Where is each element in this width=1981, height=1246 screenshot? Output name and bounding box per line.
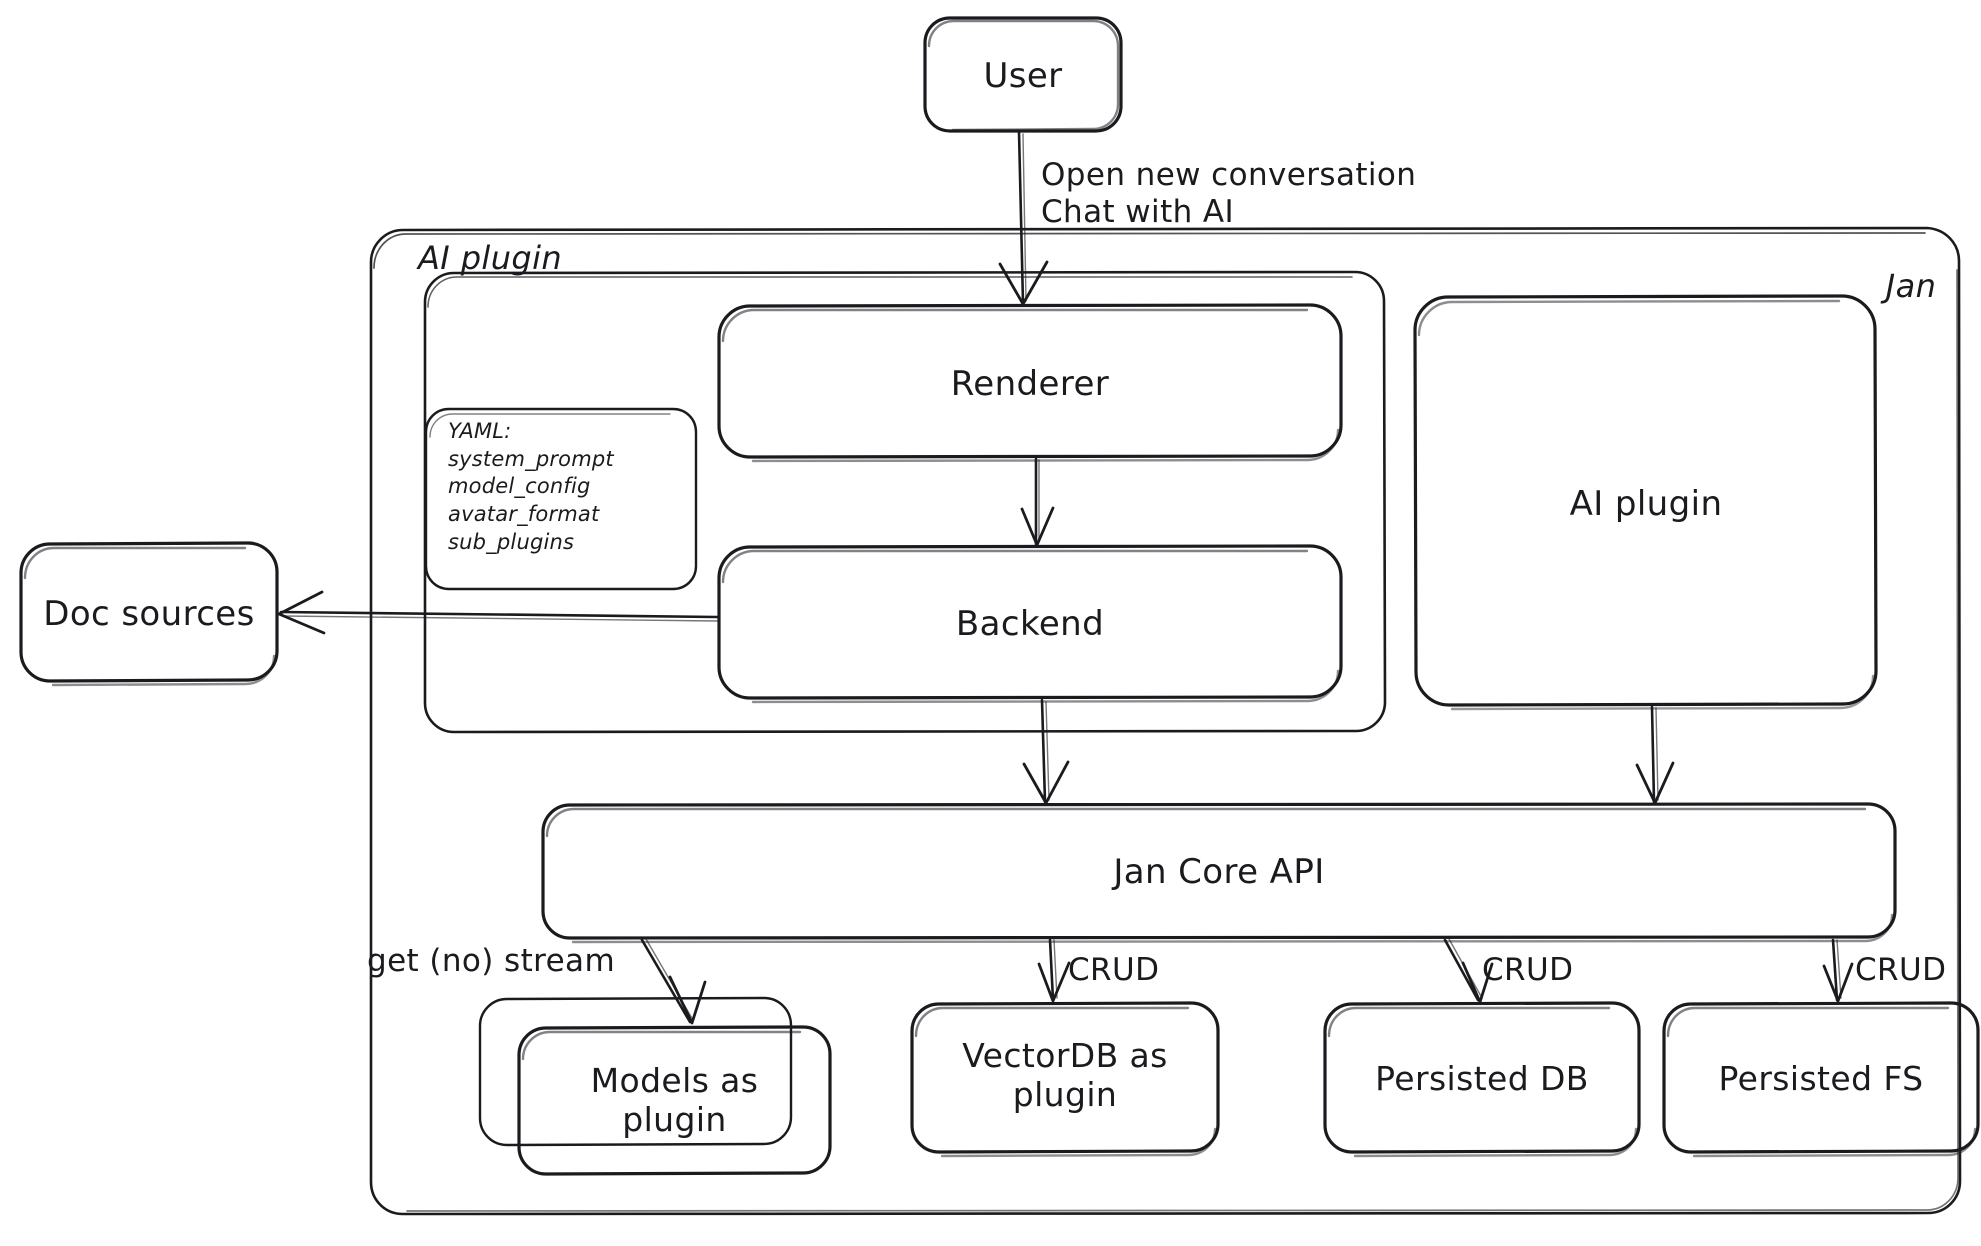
doc-sources-box-shape <box>19 541 279 687</box>
vectordb-as-plugin-node[interactable] <box>912 1003 1218 1152</box>
ai-plugin-group-shape <box>423 270 1387 734</box>
edge-backend-to-core <box>1022 698 1070 805</box>
yaml-note-box-shape <box>424 407 698 591</box>
edge-ai-plugin-to-core <box>1635 705 1675 805</box>
backend-box-shape <box>717 544 1343 704</box>
persisted-db-box-shape <box>1323 1001 1641 1158</box>
edge-core-to-vectordb <box>1037 938 1071 1003</box>
renderer-node[interactable] <box>719 305 1341 457</box>
edge-renderer-to-backend <box>1020 457 1055 547</box>
edge-core-to-models <box>640 938 707 1025</box>
ai-plugin-box-shape <box>1413 294 1878 711</box>
yaml-note-node[interactable] <box>426 409 696 589</box>
persisted-fs-node[interactable] <box>1664 1003 1978 1152</box>
persisted-fs-box-shape <box>1662 1001 1980 1158</box>
models-as-plugin-node[interactable] <box>480 998 830 1174</box>
user-node[interactable] <box>925 18 1121 131</box>
backend-node[interactable] <box>719 546 1341 698</box>
edge-user-to-renderer <box>998 130 1049 306</box>
models-as-plugin-box-shape <box>478 996 832 1176</box>
jan-container-shape <box>369 226 1962 1216</box>
ai-plugin-node[interactable] <box>1415 296 1876 705</box>
vectordb-as-plugin-box-shape <box>910 1001 1220 1158</box>
renderer-box-shape <box>717 303 1343 463</box>
edge-core-to-persisted-db <box>1443 938 1494 1004</box>
doc-sources-node[interactable] <box>21 543 277 681</box>
edge-core-to-persisted-fs <box>1822 938 1854 1003</box>
jan-core-api-node[interactable] <box>543 804 1895 938</box>
jan-core-api-box-shape <box>541 802 1897 944</box>
edge-backend-to-doc-sources <box>277 590 719 635</box>
persisted-db-node[interactable] <box>1325 1003 1639 1152</box>
user-box-shape <box>923 16 1123 133</box>
